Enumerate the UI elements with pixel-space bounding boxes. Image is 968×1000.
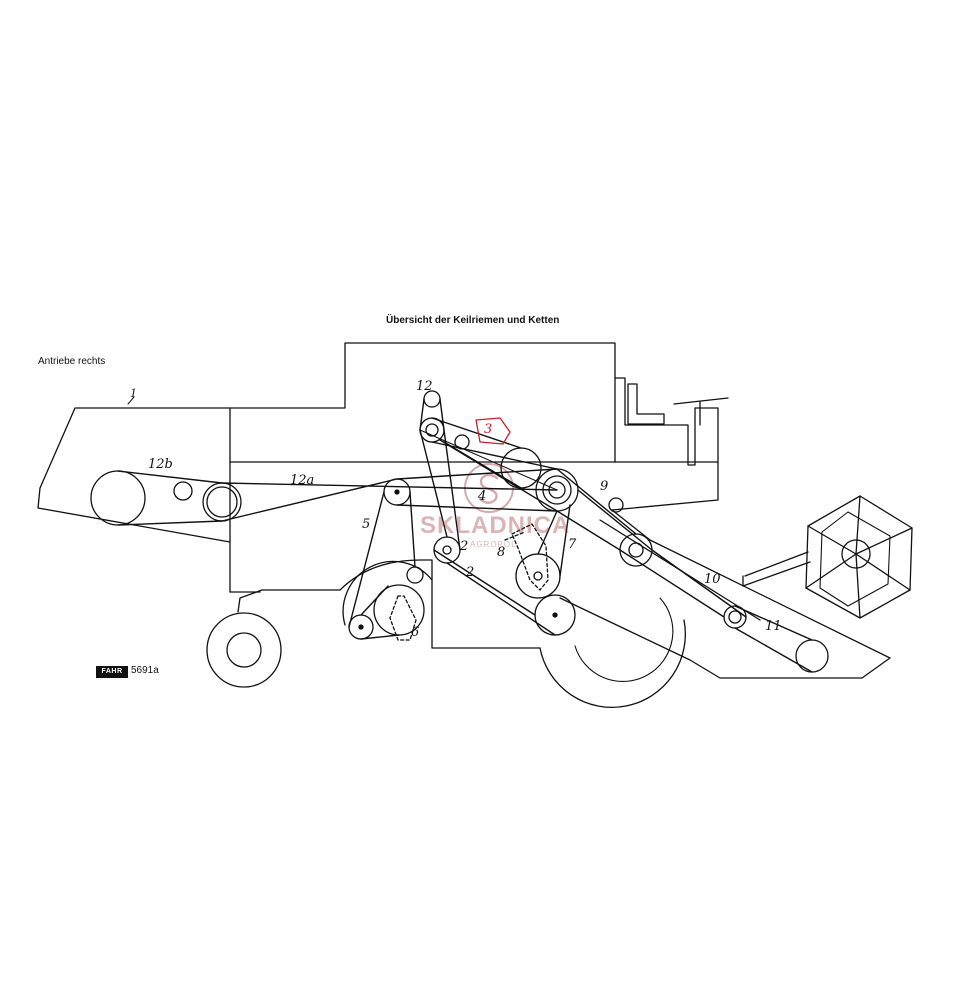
- pulley-idler-right: [608, 497, 624, 513]
- label-1: 1: [130, 387, 137, 400]
- brand-logo: FAHR: [96, 666, 128, 678]
- watermark-subtext: AGROPOL: [470, 540, 517, 549]
- belt-11: [734, 605, 813, 673]
- belt-12a: [221, 468, 558, 522]
- pulley-main-rear: [90, 470, 146, 526]
- machine-body: [37, 342, 891, 679]
- belt-4: [431, 439, 558, 512]
- pulley-header-end: [795, 639, 829, 673]
- side-label: Antriebe rechts: [38, 356, 106, 367]
- belt-2: [419, 429, 556, 636]
- chains: [389, 523, 549, 641]
- label-10: 10: [704, 572, 721, 587]
- chain-8: [511, 523, 549, 591]
- drawing-code: 5691a: [131, 665, 159, 676]
- label-2b: 2: [466, 565, 475, 580]
- label-8: 8: [497, 545, 506, 560]
- label-6: 6: [411, 625, 420, 640]
- pulley-lower: [534, 594, 576, 636]
- label-4: 4: [478, 489, 487, 504]
- label-3: 3: [484, 422, 493, 437]
- belt-7: [537, 504, 571, 577]
- pulley-sieve: [515, 553, 561, 599]
- label-12b: 12b: [148, 457, 173, 472]
- label-7: 7: [568, 537, 577, 552]
- belt-12: [419, 398, 445, 431]
- diagram-title: Übersicht der Keilriemen und Ketten: [386, 315, 560, 326]
- watermark-text: SKLADNICA: [420, 512, 571, 539]
- label-12a: 12a: [290, 473, 315, 488]
- label-5: 5: [362, 517, 371, 532]
- belts: [117, 398, 813, 673]
- label-9: 9: [600, 479, 609, 494]
- reel: [742, 495, 913, 619]
- chain-8-link: [504, 531, 526, 541]
- pulley-beater: [202, 482, 242, 522]
- highlight-3: [475, 417, 511, 445]
- belt-9: [556, 468, 653, 551]
- pulley-idler-rear: [173, 481, 193, 501]
- pulley-small-left: [406, 566, 424, 584]
- rear-wheel: [206, 612, 282, 688]
- label-12: 12: [416, 379, 433, 394]
- label-11: 11: [765, 619, 782, 634]
- belt-10: [619, 549, 747, 618]
- pulley-bottom-left: [348, 614, 374, 640]
- label-2a: 2: [460, 539, 469, 554]
- belt-5: [348, 491, 416, 640]
- pulley-straw-walker: [383, 478, 411, 506]
- chain-6: [389, 595, 417, 641]
- belt-12b: [117, 470, 223, 526]
